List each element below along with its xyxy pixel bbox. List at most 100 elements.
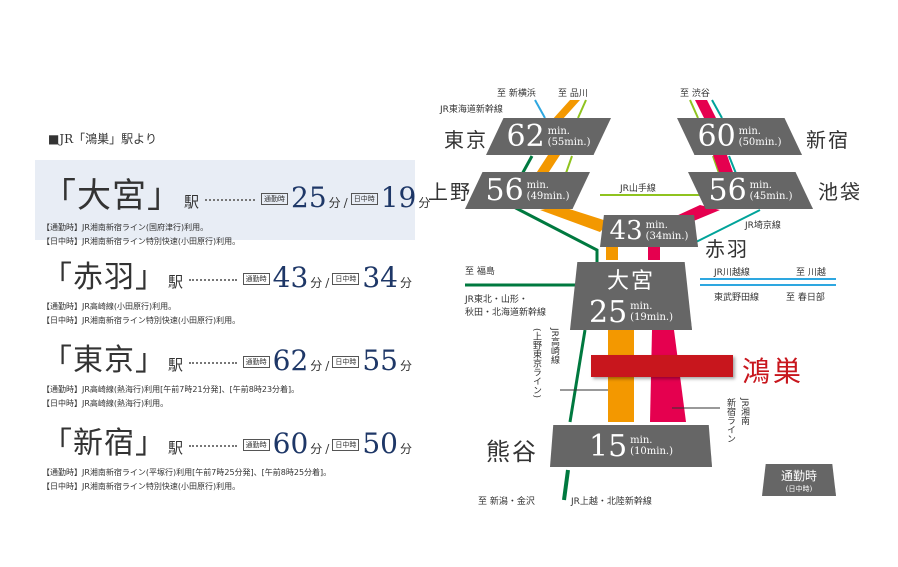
time-box-ueno: 56 min.(49min.) [465,172,590,209]
box-min: min. [645,220,668,231]
box-min: min. [526,179,549,191]
min-unit: 分 [399,276,412,290]
slash: / [325,442,330,456]
daytime-tag: 日中時 [332,273,360,285]
box-min: min. [630,435,653,446]
slash: / [343,196,348,210]
box-sub: (34min.) [645,231,689,242]
label-takasaki-sub: (上野東京ライン) [531,328,541,399]
station-row-omiya: 「大宮」 駅 通勤時 25 分 / 日中時 19 分 【通勤時】JR湘南新宿ライ… [42,168,430,249]
station-row-shinjuku: 「新宿」 駅 通勤時 60 分 / 日中時 50 分 【通勤時】JR湘南新宿ライ… [42,418,412,494]
station-notes: 【通勤時】JR湘南新宿ライン(国府津行)利用。 【日中時】JR湘南新宿ライン特別… [42,221,412,249]
label-kasukabe: 至 春日部 [786,293,825,303]
station-name-tokyo: 東京 [444,128,488,152]
box-min: min. [630,301,653,312]
label-joetsu: JR上越・北陸新幹線 [571,497,652,507]
daytime-time: 19 [380,181,417,214]
time-box-tokyo: 62 min.(55min.) [486,118,611,155]
station-name-kumagaya: 熊谷 [486,438,538,466]
commute-time: 62 [272,344,309,377]
box-min: min. [749,179,772,191]
label-fukushima: 至 福島 [465,267,495,277]
daytime-tag: 日中時 [332,356,360,368]
time-box-ikebukuro: 56 min.(45min.) [688,172,813,209]
box-min: min. [738,125,761,137]
min-unit: 分 [310,442,323,456]
box-num: 25 [588,294,628,330]
daytime-time: 50 [362,427,398,460]
note-commute: 【通勤時】JR湘南新宿ライン(平塚行)利用[午前7時25分発]、[午前8時25分… [42,468,332,477]
box-sub: (55min.) [547,136,591,148]
label-yamanote: JR山手線 [620,184,656,194]
station-name-shinjuku: 新宿 [806,128,850,152]
box-sub: (45min.) [749,190,793,202]
box-sub: (49min.) [526,190,570,202]
label-tohoku: JR東北・山形・ [465,295,528,305]
box-num: 56 [485,173,524,208]
station-name: 「新宿」 [42,426,166,461]
commute-tag: 通勤時 [242,356,270,368]
station-row-tokyo: 「東京」 駅 通勤時 62 分 / 日中時 55 分 【通勤時】JR高崎線(熱海… [42,335,412,411]
min-unit: 分 [399,442,412,456]
station-name: 「大宮」 [42,176,182,216]
eki-label: 駅 [168,439,184,457]
commute-tag: 通勤時 [261,193,289,205]
station-name-kounosu: 鴻巣 [742,355,805,388]
legend-box: 通勤時 (日中時) [762,464,836,496]
note-commute: 【通勤時】JR高崎線(熱海行)利用[午前7時21分発]、[午前8時23分着]。 [42,385,300,394]
label-saikyo: JR埼京線 [745,221,781,231]
label-tobu: 東武野田線 [714,293,760,303]
eki-label: 駅 [184,193,200,211]
header: ■JR「鴻巣」駅より [48,132,157,146]
leader-dots [189,445,237,447]
commute-time: 60 [272,427,309,460]
station-name-akabane: 赤羽 [705,237,749,261]
daytime-tag: 日中時 [350,193,378,205]
label-tokaido: JR東海道新幹線 [440,105,503,115]
leader-dots [189,362,237,364]
station-name: 「東京」 [42,343,166,378]
station-name: 「赤羽」 [42,260,166,295]
min-unit: 分 [418,196,431,210]
label-niigata: 至 新潟・金沢 [478,497,535,507]
min-unit: 分 [399,359,412,373]
min-unit: 分 [310,359,323,373]
note-commute: 【通勤時】JR湘南新宿ライン(国府津行)利用。 [42,223,209,232]
slash: / [325,359,330,373]
box-sub: (50min.) [738,136,782,148]
commute-tag: 通勤時 [242,273,270,285]
label-shinagawa: 至 品川 [558,89,588,99]
station-name-ueno: 上野 [428,180,472,204]
label-shonan: JR湘南 [739,398,749,425]
legend-main: 通勤時 [780,468,817,483]
legend-sub: (日中時) [785,484,813,493]
min-unit: 分 [310,276,323,290]
box-num: 56 [708,173,747,208]
box-sub: (19min.) [630,312,673,323]
station-name-ikebukuro: 池袋 [818,180,862,204]
note-daytime: 【日中時】JR湘南新宿ライン特別快速(小田原行)利用。 [42,237,241,246]
label-tohoku2: 秋田・北海道新幹線 [465,308,547,318]
label-shibuya: 至 渋谷 [680,89,710,99]
time-box-kumagaya: 15 min.(10min.) [550,425,712,467]
slash: / [325,276,330,290]
commute-time: 43 [272,261,309,294]
box-num: 15 [588,428,628,464]
daytime-time: 34 [362,261,398,294]
kounosu-marker [591,355,733,377]
min-unit: 分 [328,196,341,210]
label-shonan2: 新宿ライン [725,398,735,443]
box-title: 大宮 [606,268,655,294]
daytime-tag: 日中時 [332,439,360,451]
note-commute: 【通勤時】JR高崎線(小田原行)利用。 [42,302,177,311]
box-num: 60 [697,119,736,154]
eki-label: 駅 [168,273,184,291]
label-shinyokohama: 至 新横浜 [497,89,536,99]
note-daytime: 【日中時】JR湘南新宿ライン特別快速(小田原行)利用。 [42,316,241,325]
station-row-akabane: 「赤羽」 駅 通勤時 43 分 / 日中時 34 分 【通勤時】JR高崎線(小田… [42,252,412,328]
leader-dots [189,279,237,281]
leader-dots [205,199,256,201]
label-kawagoe: 至 川越 [796,268,826,278]
